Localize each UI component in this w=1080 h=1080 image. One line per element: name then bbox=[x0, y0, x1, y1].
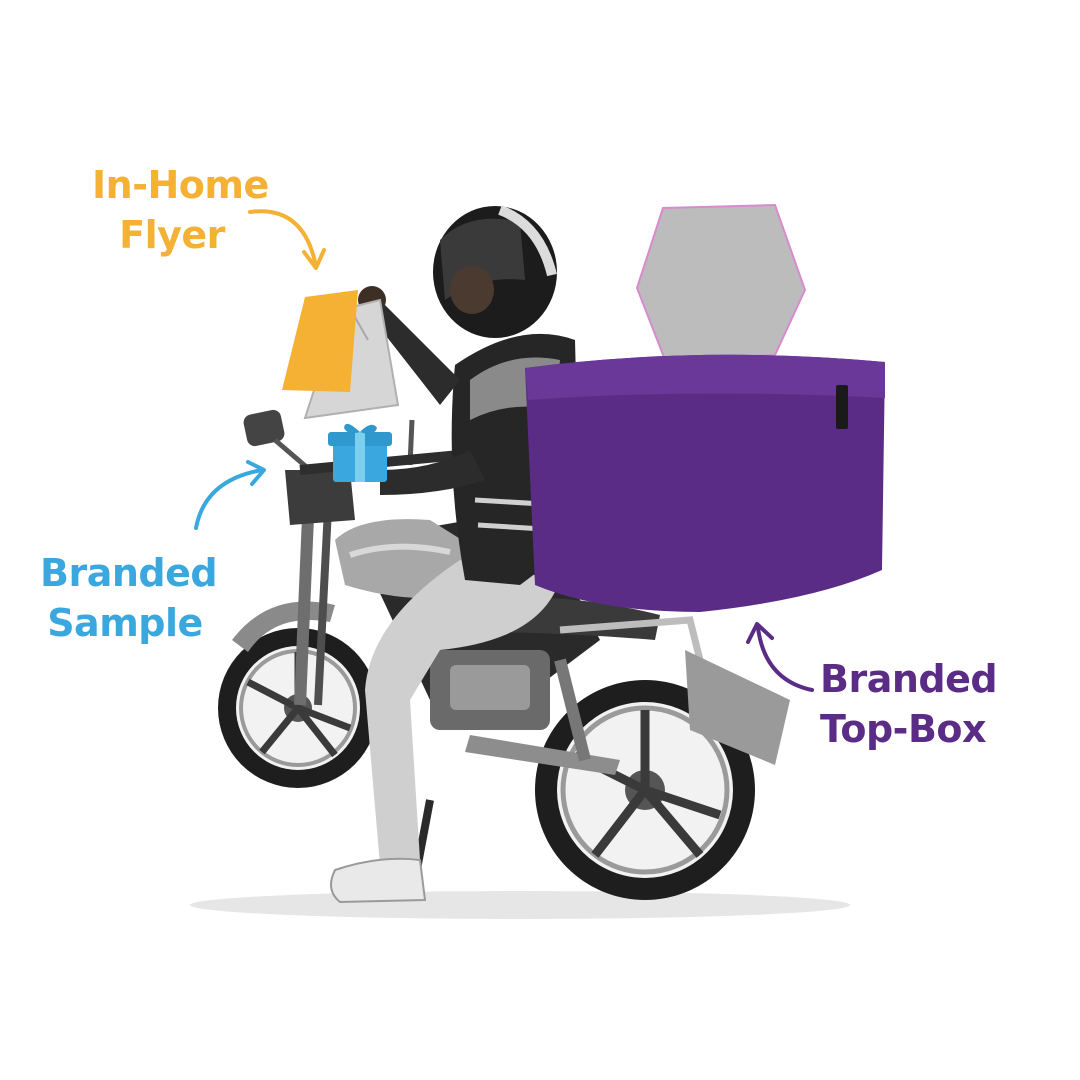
curved-arrow-icon bbox=[756, 626, 814, 692]
curved-arrow-icon bbox=[248, 209, 317, 264]
helmet bbox=[433, 205, 557, 338]
topbox-label-line1: Branded bbox=[820, 657, 998, 701]
topbox-label-line2: Top-Box bbox=[820, 707, 987, 751]
branded-top-box bbox=[525, 203, 885, 612]
flyer-label: In-Home Flyer bbox=[92, 160, 269, 260]
in-home-flyer bbox=[282, 290, 358, 392]
front-wheel bbox=[218, 628, 378, 788]
sample-label: Branded Sample bbox=[40, 548, 218, 648]
topbox-arrow bbox=[746, 622, 814, 692]
sample-label-line1: Branded bbox=[40, 551, 218, 595]
flyer-label-line2: Flyer bbox=[119, 213, 225, 257]
sample-arrow bbox=[194, 460, 266, 530]
branded-sample-box bbox=[328, 423, 392, 482]
topbox-label: Branded Top-Box bbox=[820, 654, 998, 754]
rear-wheel bbox=[535, 680, 755, 900]
flyer-arrow bbox=[248, 209, 326, 270]
flyer-label-line1: In-Home bbox=[92, 163, 269, 207]
ground-shadow bbox=[190, 891, 850, 919]
curved-arrow-icon bbox=[194, 468, 264, 530]
sample-label-line2: Sample bbox=[47, 601, 203, 645]
